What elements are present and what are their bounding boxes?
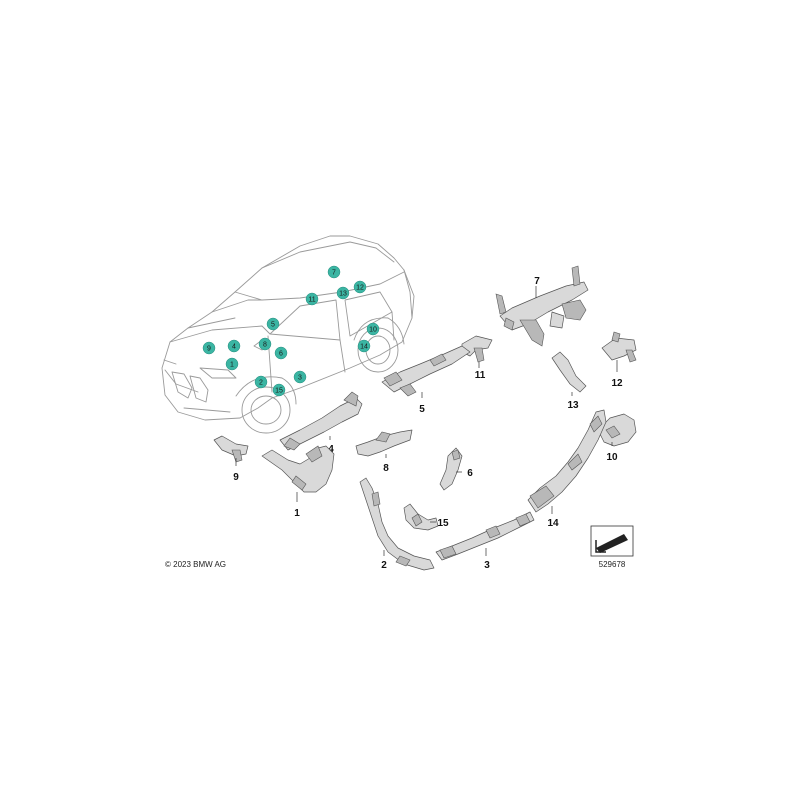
car-markers: 7 11 13 12 5 10 9 4 8 6 14 1 3 2 15 — [202, 265, 380, 397]
marker-2-label: 2 — [259, 380, 263, 387]
part-9[interactable]: 9 — [213, 435, 249, 483]
car-outline — [161, 235, 415, 434]
marker-4[interactable] — [227, 339, 241, 353]
part-10[interactable]: 10 — [597, 413, 637, 463]
part-1[interactable]: 1 — [261, 445, 335, 519]
copyright-text: © 2023 BMW AG — [165, 560, 226, 569]
part-6[interactable]: 6 — [439, 447, 473, 491]
part-3[interactable]: 3 — [435, 511, 535, 571]
part-12[interactable]: 12 — [601, 331, 637, 389]
marker-14-label: 14 — [360, 344, 368, 351]
arrow-icon — [596, 534, 628, 553]
marker-1-label: 1 — [230, 362, 234, 369]
marker-8-label: 8 — [263, 342, 267, 349]
marker-11[interactable] — [305, 292, 319, 306]
part-5-label: 5 — [419, 404, 425, 415]
marker-3-label: 3 — [298, 375, 302, 382]
marker-6-label: 6 — [279, 351, 283, 358]
part-8[interactable]: 8 — [355, 429, 413, 474]
part-11-label: 11 — [475, 370, 486, 381]
part-15-label: 15 — [437, 518, 449, 529]
marker-15[interactable] — [272, 383, 286, 397]
marker-8[interactable] — [258, 337, 272, 351]
part-5[interactable]: 5 — [381, 345, 471, 415]
marker-1[interactable] — [225, 357, 239, 371]
part-2[interactable]: 2 — [359, 477, 435, 571]
part-10-label: 10 — [606, 452, 618, 463]
part-13[interactable]: 13 — [551, 351, 587, 411]
marker-12[interactable] — [353, 280, 367, 294]
marker-4-label: 4 — [232, 344, 236, 351]
diagram-id-box: 529678 — [590, 525, 634, 569]
marker-10[interactable] — [366, 322, 380, 336]
part-7[interactable]: 7 — [495, 265, 589, 347]
marker-9-label: 9 — [207, 346, 211, 353]
part-14-label: 14 — [547, 518, 559, 529]
marker-9[interactable] — [202, 341, 216, 355]
part-9-label: 9 — [233, 472, 239, 483]
part-15[interactable]: 15 — [403, 503, 449, 531]
part-11[interactable]: 11 — [461, 335, 493, 381]
diagram-id: 529678 — [599, 560, 626, 569]
marker-13-label: 13 — [339, 291, 347, 298]
part-13-label: 13 — [567, 400, 579, 411]
part-2-label: 2 — [381, 560, 387, 571]
marker-15-label: 15 — [275, 388, 283, 395]
part-3-label: 3 — [484, 560, 490, 571]
part-12-label: 12 — [611, 378, 623, 389]
marker-3[interactable] — [293, 370, 307, 384]
marker-12-label: 12 — [356, 285, 364, 292]
marker-2[interactable] — [254, 375, 268, 389]
marker-5-label: 5 — [271, 322, 275, 329]
marker-11-label: 11 — [308, 297, 315, 304]
marker-14[interactable] — [357, 339, 371, 353]
part-8-label: 8 — [383, 463, 389, 474]
marker-6[interactable] — [274, 346, 288, 360]
marker-10-label: 10 — [369, 327, 377, 334]
marker-5[interactable] — [266, 317, 280, 331]
part-4-label: 4 — [328, 444, 334, 455]
part-4[interactable]: 4 — [279, 391, 363, 455]
part-14[interactable]: 14 — [527, 409, 607, 529]
part-7-label: 7 — [534, 276, 540, 287]
part-6-label: 6 — [467, 468, 473, 479]
marker-13[interactable] — [336, 286, 350, 300]
part-1-label: 1 — [294, 508, 300, 519]
marker-7[interactable] — [327, 265, 341, 279]
marker-7-label: 7 — [332, 270, 336, 277]
